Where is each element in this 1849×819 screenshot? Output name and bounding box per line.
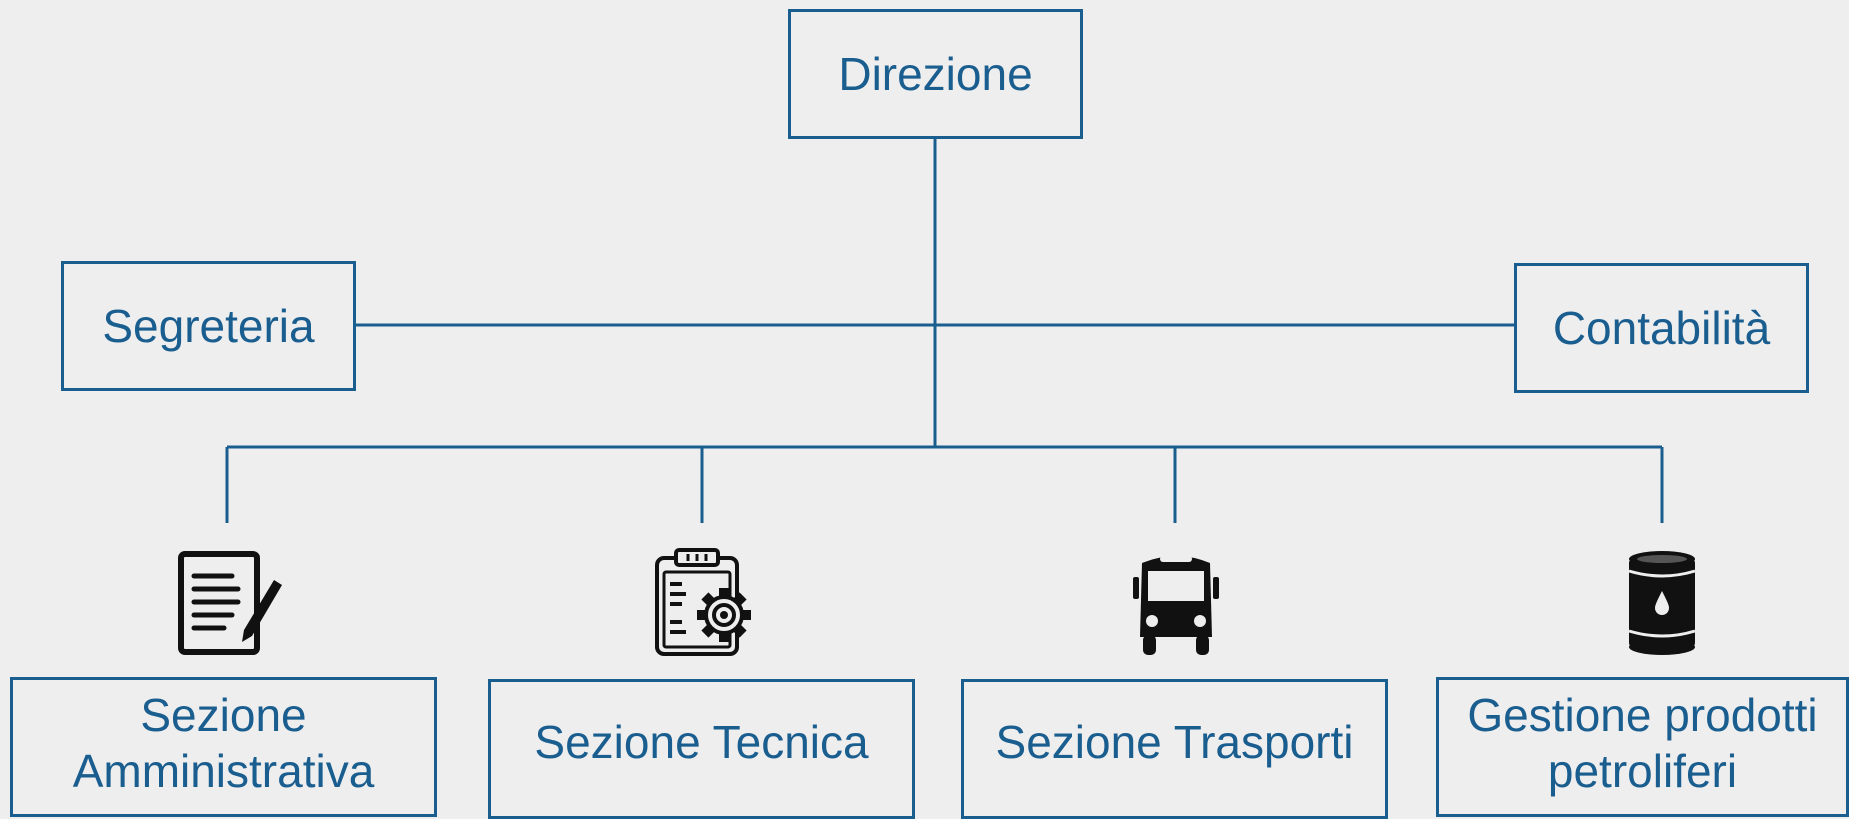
node-contabilita-label: Contabilità <box>1552 301 1771 354</box>
node-contabilita: Contabilità <box>1514 263 1809 393</box>
node-sezione-trasporti: Sezione Trasporti <box>961 679 1388 819</box>
node-sezione-amministrativa-label: Sezione Amministrativa <box>72 688 375 797</box>
node-gestione-prodotti-label: Gestione prodotti petroliferi <box>1467 688 1818 797</box>
node-sezione-amministrativa: Sezione Amministrativa <box>10 677 437 817</box>
node-gestione-prodotti: Gestione prodotti petroliferi <box>1436 677 1849 817</box>
document-edit-icon <box>178 551 282 655</box>
bus-icon <box>1133 556 1219 655</box>
node-segreteria: Segreteria <box>61 261 356 391</box>
oil-barrel-icon <box>1628 551 1696 655</box>
node-sezione-tecnica-label: Sezione Tecnica <box>534 715 869 768</box>
node-segreteria-label: Segreteria <box>102 299 315 352</box>
node-sezione-tecnica: Sezione Tecnica <box>488 679 915 819</box>
node-sezione-trasporti-label: Sezione Trasporti <box>995 715 1354 768</box>
node-direzione-label: Direzione <box>838 47 1033 100</box>
node-direzione: Direzione <box>788 9 1083 139</box>
clipboard-gear-icon <box>655 548 751 656</box>
